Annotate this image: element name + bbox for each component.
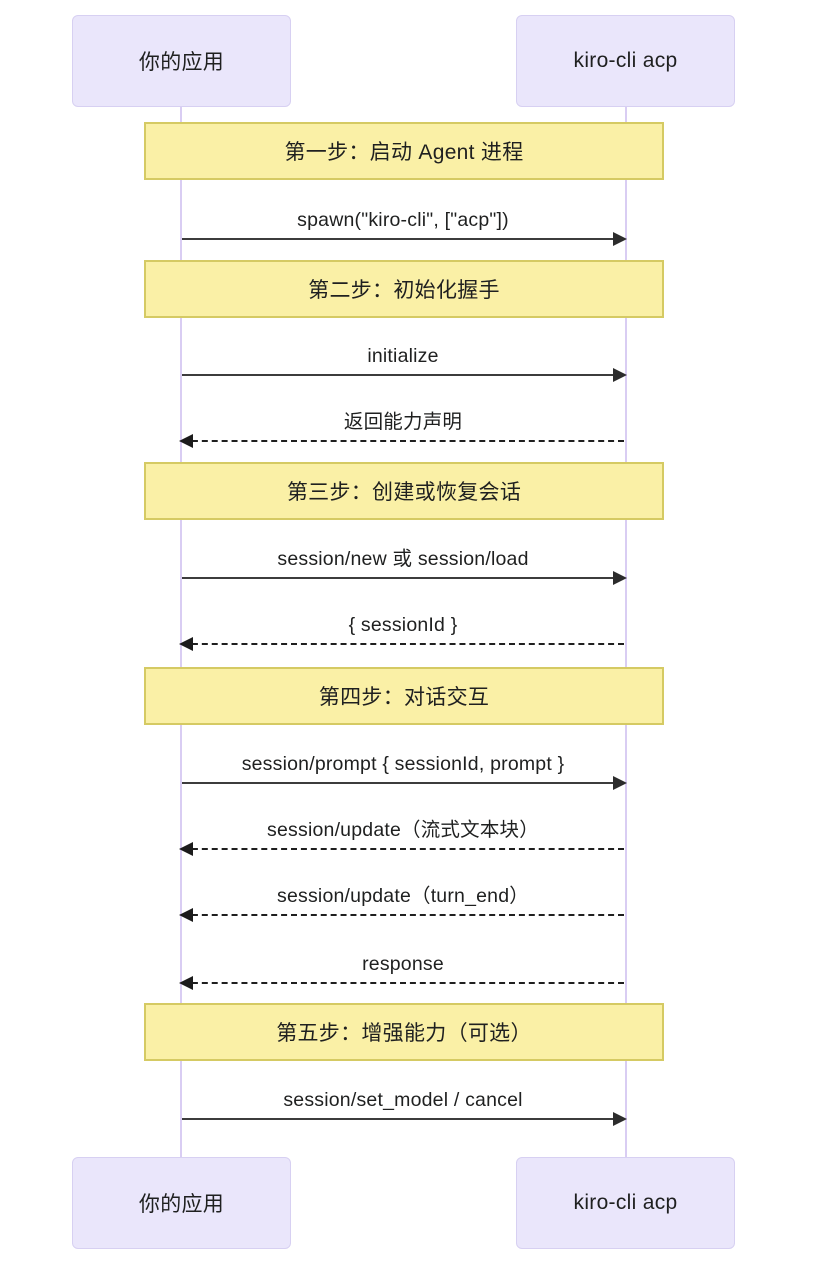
message-session-new: session/new 或 session/load <box>180 535 627 587</box>
note-step-3-label: 第三步：创建或恢复会话 <box>286 481 522 504</box>
message-capabilities: 返回能力声明 <box>179 398 626 450</box>
participant-agent-label-bottom: kiro-cli acp <box>573 1191 678 1214</box>
message-spawn-label: spawn("kiro-cli", ["acp"]) <box>297 209 509 231</box>
arrowhead-right-icon <box>613 232 627 246</box>
message-initialize-line <box>182 374 624 376</box>
message-set-model-cancel: session/set_model / cancel <box>180 1076 627 1128</box>
arrowhead-left-icon <box>179 908 193 922</box>
message-initialize-label: initialize <box>367 345 439 367</box>
note-step-1-label: 第一步：启动 Agent 进程 <box>284 141 524 164</box>
participant-client-top[interactable]: 你的应用 <box>72 15 291 107</box>
participant-client-label-bottom: 你的应用 <box>138 1193 225 1216</box>
message-set-model-cancel-label: session/set_model / cancel <box>283 1089 523 1111</box>
participant-agent-label: kiro-cli acp <box>573 49 678 72</box>
message-session-update-turnend-line <box>182 914 624 916</box>
message-session-id-label: { sessionId } <box>348 614 458 636</box>
message-session-prompt-line <box>182 782 624 784</box>
message-spawn: spawn("kiro-cli", ["acp"]) <box>180 196 627 248</box>
message-capabilities-label: 返回能力声明 <box>343 411 463 433</box>
participant-agent-top[interactable]: kiro-cli acp <box>516 15 735 107</box>
participant-agent-bottom[interactable]: kiro-cli acp <box>516 1157 735 1249</box>
arrowhead-left-icon <box>179 637 193 651</box>
message-session-id: { sessionId } <box>179 601 626 653</box>
message-session-update-stream-line <box>182 848 624 850</box>
message-session-update-stream-label: session/update（流式文本块） <box>267 819 539 841</box>
note-step-2-label: 第二步：初始化握手 <box>308 279 500 302</box>
message-response-label: response <box>362 953 444 975</box>
arrowhead-left-icon <box>179 434 193 448</box>
message-initialize: initialize <box>180 332 627 384</box>
arrowhead-right-icon <box>613 776 627 790</box>
message-response-line <box>182 982 624 984</box>
message-session-update-turnend-label: session/update（turn_end） <box>277 885 529 907</box>
note-step-4: 第四步：对话交互 <box>144 667 664 725</box>
message-session-new-label: session/new 或 session/load <box>277 548 529 570</box>
message-spawn-line <box>182 238 624 240</box>
note-step-4-label: 第四步：对话交互 <box>318 686 490 709</box>
lifeline-client <box>180 105 182 1160</box>
message-session-prompt: session/prompt { sessionId, prompt } <box>180 740 627 792</box>
lifeline-agent <box>625 105 627 1160</box>
note-step-2: 第二步：初始化握手 <box>144 260 664 318</box>
participant-client-bottom[interactable]: 你的应用 <box>72 1157 291 1249</box>
message-session-update-turnend: session/update（turn_end） <box>179 872 626 924</box>
arrowhead-right-icon <box>613 571 627 585</box>
message-session-id-line <box>182 643 624 645</box>
arrowhead-right-icon <box>613 1112 627 1126</box>
note-step-5: 第五步：增强能力（可选） <box>144 1003 664 1061</box>
note-step-1: 第一步：启动 Agent 进程 <box>144 122 664 180</box>
arrowhead-right-icon <box>613 368 627 382</box>
message-session-prompt-label: session/prompt { sessionId, prompt } <box>241 753 565 775</box>
message-session-update-stream: session/update（流式文本块） <box>179 806 626 858</box>
message-set-model-cancel-line <box>182 1118 624 1120</box>
arrowhead-left-icon <box>179 976 193 990</box>
participant-client-label: 你的应用 <box>138 51 225 74</box>
note-step-3: 第三步：创建或恢复会话 <box>144 462 664 520</box>
arrowhead-left-icon <box>179 842 193 856</box>
message-capabilities-line <box>182 440 624 442</box>
message-session-new-line <box>182 577 624 579</box>
note-step-5-label: 第五步：增强能力（可选） <box>276 1022 532 1045</box>
message-response: response <box>179 940 626 992</box>
